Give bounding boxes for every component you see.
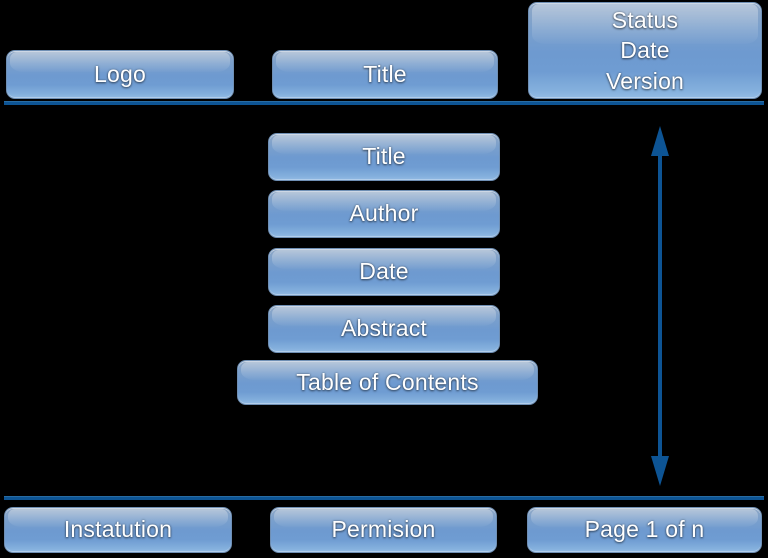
body-block-abstract[interactable]: Abstract — [268, 305, 500, 353]
body-block-author[interactable]: Author — [268, 190, 500, 238]
body-block-author-label: Author — [349, 200, 419, 227]
header-title-block[interactable]: Title — [272, 50, 498, 99]
logo-block-label: Logo — [94, 60, 146, 87]
footer-divider-line — [4, 497, 764, 500]
body-block-date-label: Date — [359, 258, 409, 285]
header-divider-highlight — [4, 101, 764, 102]
footer-divider-highlight — [4, 496, 764, 497]
header-title-label: Title — [363, 60, 407, 87]
footer-divider-rule — [0, 496, 768, 501]
footer-institution-label: Instatution — [63, 516, 173, 543]
header-meta-label: Status Date Version — [605, 6, 685, 94]
body-block-abstract-label: Abstract — [341, 315, 427, 342]
body-block-table-of-contents[interactable]: Table of Contents — [237, 360, 538, 405]
header-meta-block[interactable]: Status Date Version — [528, 2, 762, 99]
body-block-table-of-contents-label: Table of Contents — [296, 368, 479, 395]
footer-permission-block[interactable]: Permision — [270, 507, 497, 553]
header-divider-line — [4, 102, 764, 105]
body-block-title-label: Title — [362, 143, 406, 170]
body-block-title[interactable]: Title — [268, 133, 500, 181]
header-divider-rule — [0, 101, 768, 106]
height-double-arrow-icon — [640, 124, 680, 488]
logo-block[interactable]: Logo — [6, 50, 234, 99]
footer-institution-block[interactable]: Instatution — [4, 507, 232, 553]
footer-page-label: Page 1 of n — [584, 516, 705, 543]
body-block-date[interactable]: Date — [268, 248, 500, 296]
footer-page-block[interactable]: Page 1 of n — [527, 507, 762, 553]
footer-permission-label: Permision — [331, 516, 436, 543]
